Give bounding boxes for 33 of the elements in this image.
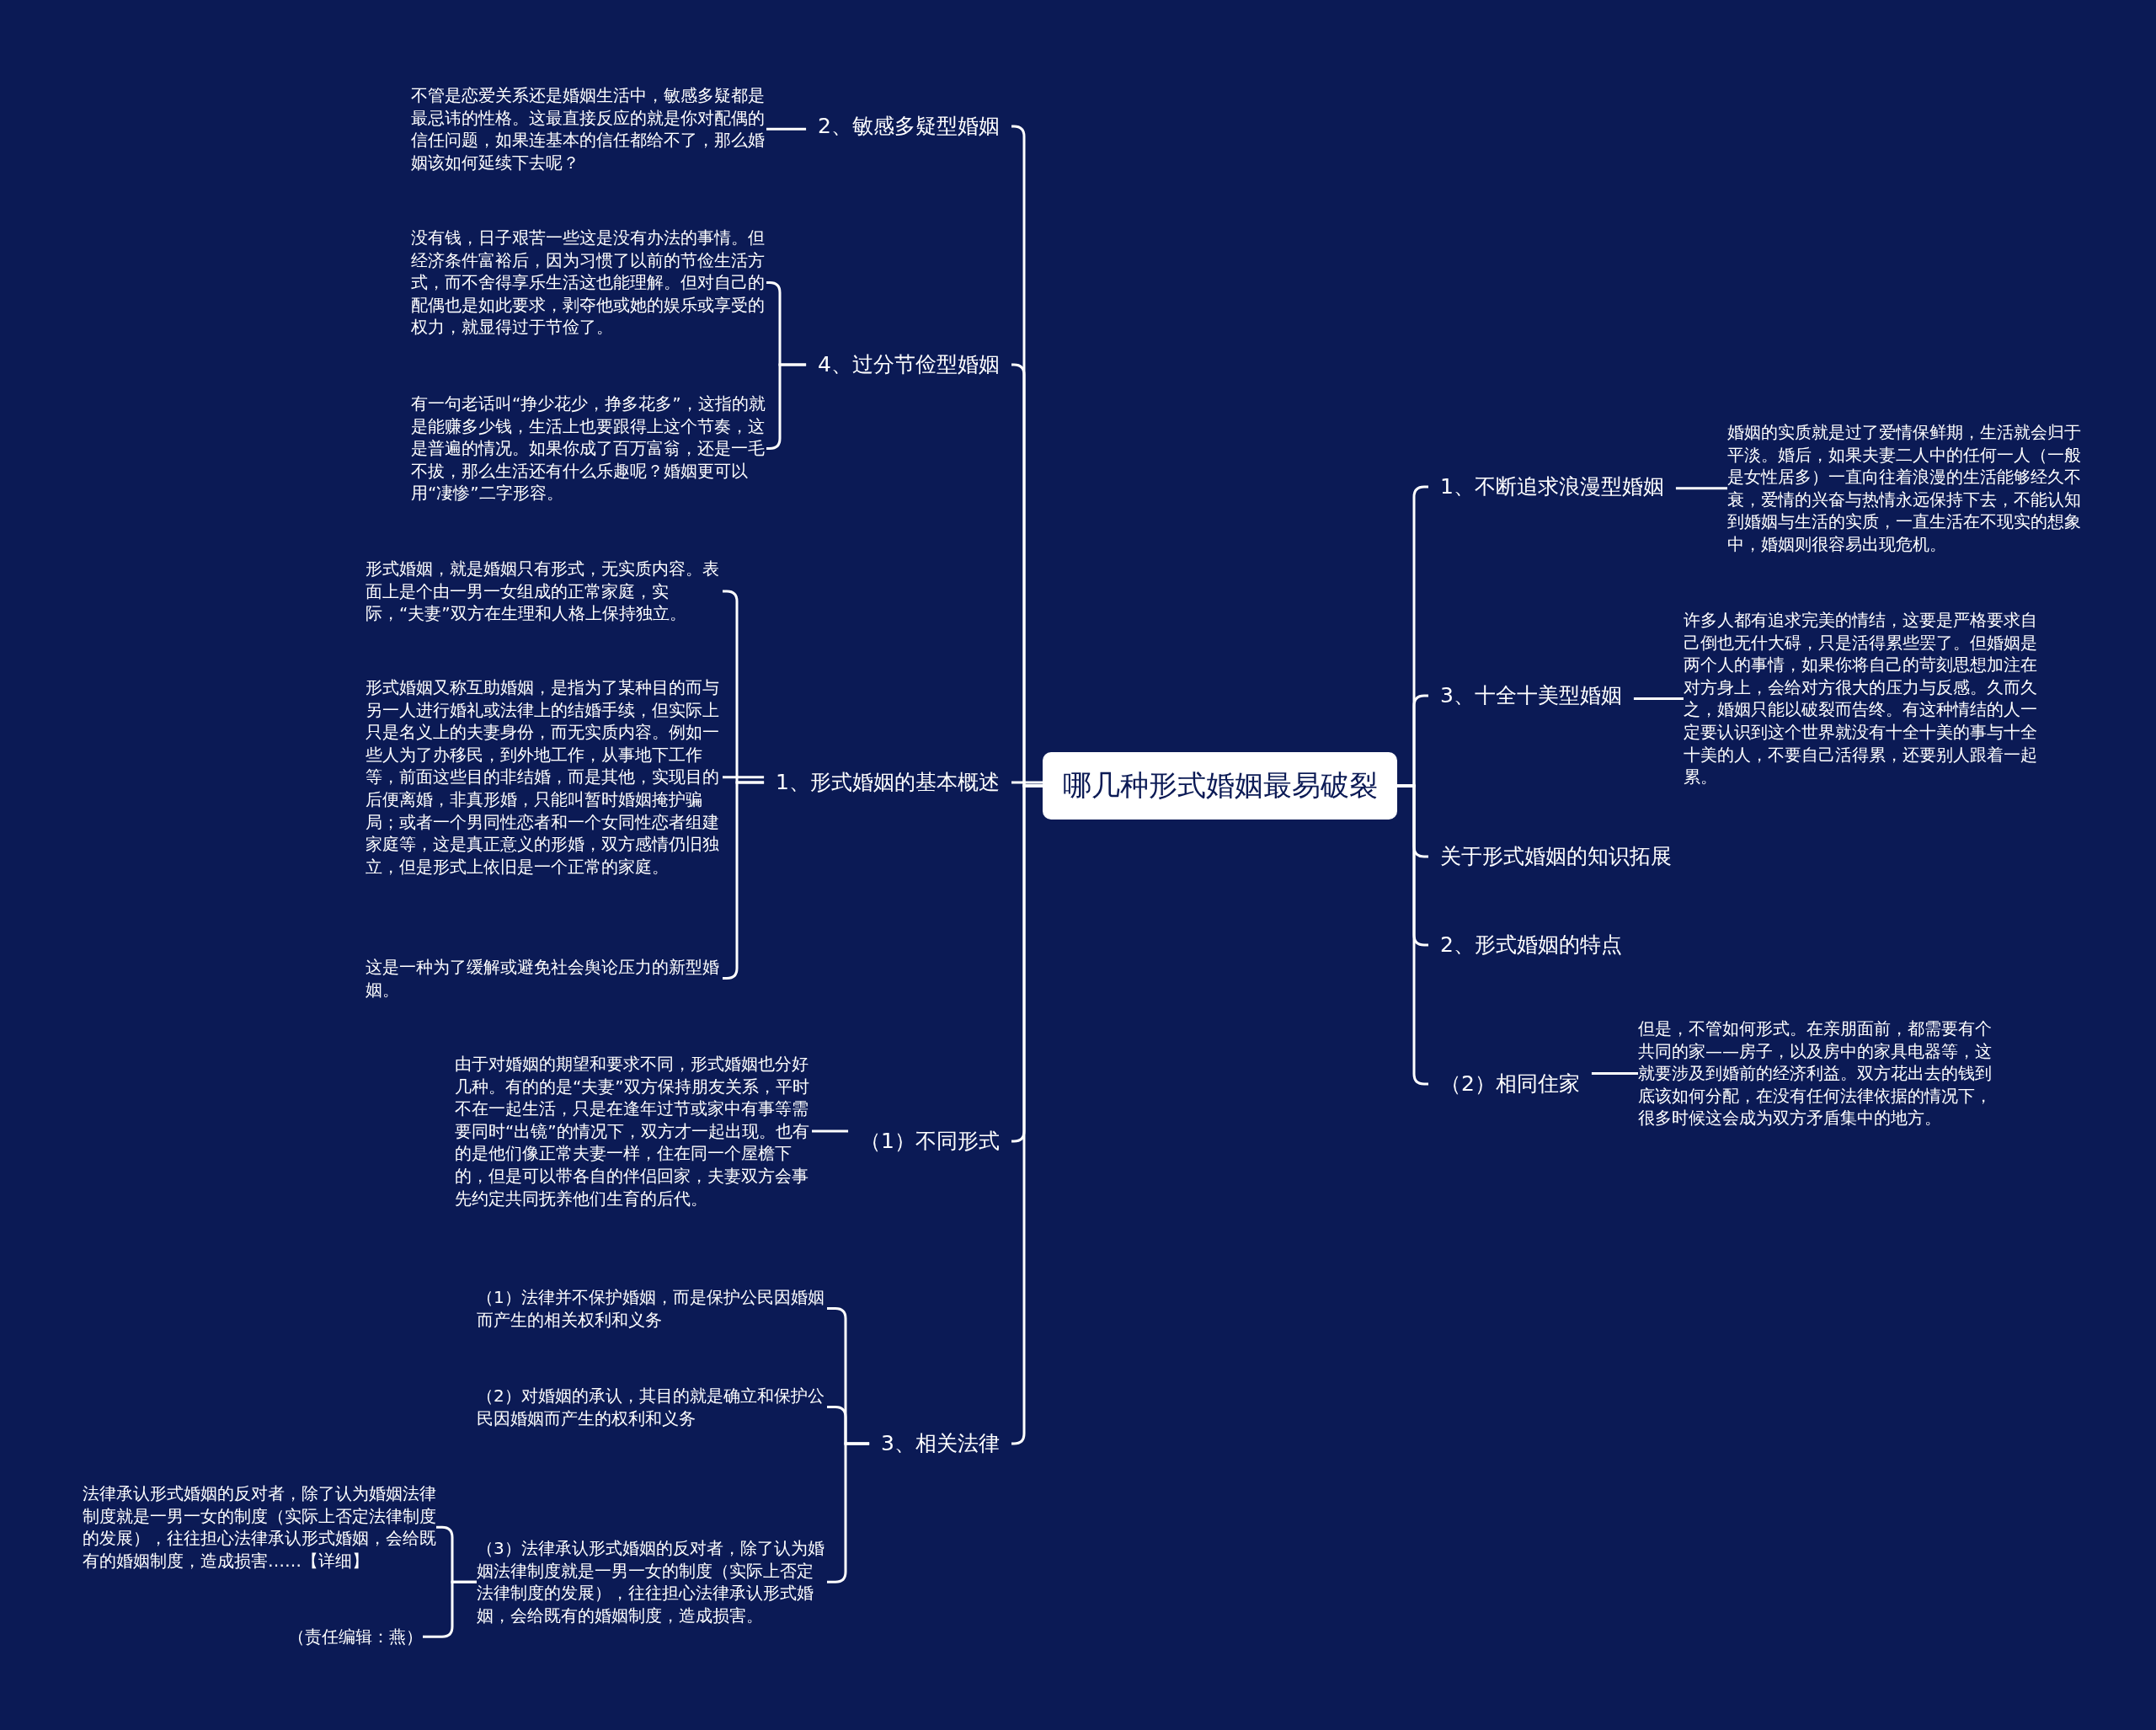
topic-label: （1）不同形式 xyxy=(848,1127,1011,1156)
topic-label: 1、形式婚姻的基本概述 xyxy=(764,768,1011,797)
connector-line xyxy=(1591,1072,1638,1075)
note-text: （责任编辑：燕） xyxy=(288,1626,423,1648)
topic-label: 关于形式婚姻的知识拓展 xyxy=(1428,842,1684,871)
note-text: 法律承认形式婚姻的反对者，除了认为婚姻法律制度就是一男一女的制度（实际上否定法律制度的发展），往往担心法律承认形式婚姻，会给既有的婚姻制度，造成损害……【详细】 xyxy=(83,1482,436,1572)
note-text: 许多人都有追求完美的情结，这要是严格要求自己倒也无什大碍，只是活得累些罢了。但婚姻是两个人的事情，如果你将自己的苛刻思想加注在对方身上，会给对方很大的压力与反感。久而久之，婚姻只能以破裂而告终。有这种情结的人一定要认识到这个世界就没有十全十美的事与十全十美的人，不要自己活得累，还要别人跟着一起累。 xyxy=(1684,609,2039,788)
note-text: 这是一种为了缓解或避免社会舆论压力的新型婚姻。 xyxy=(366,956,723,1001)
note-text: 没有钱，日子艰苦一些这是没有办法的事情。但经济条件富裕后，因为习惯了以前的节俭生活方式，而不舍得享乐生活这也能理解。但对自己的配偶也是如此要求，剥夺他或她的娱乐或享受的权力，就显得过于节俭了。 xyxy=(411,227,766,339)
topic-label: 4、过分节俭型婚姻 xyxy=(806,350,1011,379)
note-text: 由于对婚姻的期望和要求不同，形式婚姻也分好几种。有的的是“夫妻”双方保持朋友关系，平时不在一起生活，只是在逢年过节或家中有事等需要同时“出镜”的情况下，双方才一起出现。也有的是他们像正常夫妻一样，住在同一个屋檐下的，但是可以带各自的伴侣回家，夫妻双方会事先约定共同抚养他们生育的后代。 xyxy=(455,1053,812,1210)
connector-line xyxy=(723,776,765,779)
note-text: 婚姻的实质就是过了爱情保鲜期，生活就会归于平淡。婚后，如果夫妻二人中的任何一人（一般是女性居多）一直向往着浪漫的生活能够经久不衰，爱情的兴奋与热情永远保持下去，不能认知到婚姻与生活的实质，一直生活在不现实的想象中，婚姻则很容易出现危机。 xyxy=(1727,421,2083,556)
note-text: （3）法律承认形式婚姻的反对者，除了认为婚姻法律制度就是一男一女的制度（实际上否定法律制度的发展），往往担心法律承认形式婚姻，会给既有的婚姻制度，造成损害。 xyxy=(477,1537,827,1627)
topic-label: 3、相关法律 xyxy=(869,1429,1011,1458)
connector-line xyxy=(1633,697,1684,700)
connector-line xyxy=(812,1129,849,1133)
central-topic-box: 哪几种形式婚姻最易破裂 xyxy=(1043,752,1397,820)
note-text: （2）对婚姻的承认，其目的就是确立和保护公民因婚姻而产生的权利和义务 xyxy=(477,1385,827,1430)
topic-label: 2、形式婚姻的特点 xyxy=(1428,931,1634,959)
topic-label: 3、十全十美型婚姻 xyxy=(1428,681,1634,710)
topic-label: 1、不断追求浪漫型婚姻 xyxy=(1428,473,1676,501)
note-text: 形式婚姻又称互助婚姻，是指为了某种目的而与另一人进行婚礼或法律上的结婚手续，但实际上只是名义上的夫妻身份，而无实质内容。例如一些人为了办移民，到外地工作，从事地下工作等，前面这些目的非结婚，而是其他，实现目的后便离婚，非真形婚，只能叫暂时婚姻掩护骗局；或者一个男同性恋者和一个女同性恋者组建家庭等，这是真正意义的形婚，双方感情仍旧独立，但是形式上依旧是一个正常的家庭。 xyxy=(366,676,723,878)
note-text: （1）法律并不保护婚姻，而是保护公民因婚姻而产生的相关权利和义务 xyxy=(477,1286,827,1332)
connector-line xyxy=(766,127,807,131)
note-text: 有一句老话叫“挣少花少，挣多花多”，这指的就是能赚多少钱，生活上也要跟得上这个节奏，这是普遍的情况。如果你成了百万富翁，还是一毛不拔，那么生活还有什么乐趣呢？婚姻更可以用“凄惨”二字形容。 xyxy=(411,392,766,505)
topic-label: 2、敏感多疑型婚姻 xyxy=(806,112,1011,141)
note-text: 不管是恋爱关系还是婚姻生活中，敏感多疑都是最忌讳的性格。这最直接反应的就是你对配偶的信任问题，如果连基本的信任都给不了，那么婚姻该如何延续下去呢？ xyxy=(411,84,766,174)
connector-line xyxy=(1675,487,1727,490)
topic-label: （2）相同住家 xyxy=(1428,1070,1592,1098)
connector-line xyxy=(1011,781,1043,784)
note-text: 但是，不管如何形式。在亲朋面前，都需要有个共同的家——房子，以及房中的家具电器等，这就要涉及到婚前的经济利益。双方花出去的钱到底该如何分配，在没有任何法律依据的情况下，很多时候这会成为双方矛盾集中的地方。 xyxy=(1638,1017,1995,1129)
note-text: 形式婚姻，就是婚姻只有形式，无实质内容。表面上是个由一男一女组成的正常家庭，实际，“夫妻”双方在生理和人格上保持独立。 xyxy=(366,558,723,625)
